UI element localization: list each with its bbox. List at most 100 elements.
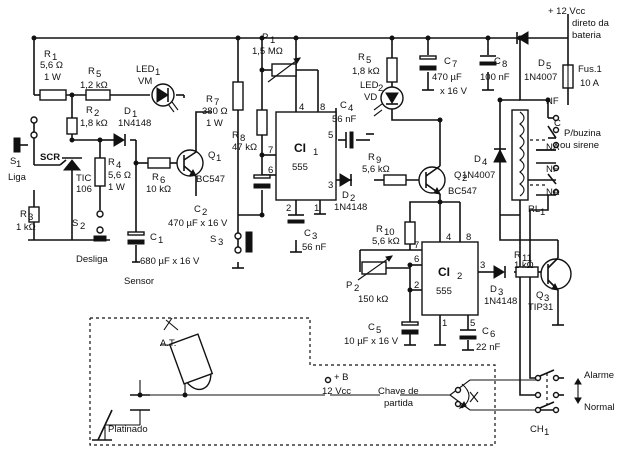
q3-sub: 3	[544, 293, 549, 304]
r8-value: 47 kΩ	[232, 142, 257, 153]
s2-ref: S	[72, 218, 78, 229]
platinado-label: Platinado	[108, 424, 148, 435]
r3-ref: R	[20, 209, 27, 220]
platinado: Platinado	[92, 409, 148, 441]
relay-c1: C	[554, 118, 561, 129]
r5-sub: 5	[96, 69, 101, 80]
ci1-pin-2: 2	[286, 203, 291, 214]
r9-sub: 9	[376, 155, 381, 166]
r5b-ref: R	[358, 52, 365, 63]
fuse-value: 10 A	[580, 78, 600, 89]
s1-label: Liga	[8, 172, 27, 183]
ci1-pin-8: 8	[320, 102, 325, 113]
led2-value: VD	[364, 92, 377, 103]
d3-value: 1N4148	[484, 296, 517, 307]
r2-sub: 2	[94, 108, 99, 119]
r5b-value: 1,8 kΩ	[352, 66, 380, 77]
p1-value: 1,5 MΩ	[252, 46, 283, 57]
c4-ref: C	[340, 100, 347, 111]
s1-sub: 1	[16, 159, 21, 170]
q2-value: BC547	[448, 186, 477, 197]
rl1-ref: RL	[528, 204, 540, 215]
d4-value: 1N4007	[462, 170, 495, 181]
q1-sub: 1	[216, 153, 221, 164]
capacitor-c1: C 1 680 µF x 16 V Sensor	[124, 231, 200, 287]
q3-value: TIP31	[528, 302, 553, 313]
q1-value: BC547	[196, 174, 225, 185]
d3-sub: 3	[498, 287, 503, 298]
ci1-sub: 1	[313, 147, 318, 158]
scr-ref: SCR	[40, 152, 60, 163]
r6-value: 10 kΩ	[146, 184, 171, 195]
supply-line2: direto da	[572, 18, 610, 29]
ci2-pin-2: 2	[414, 280, 419, 291]
relay-load1: P/buzina	[564, 128, 602, 139]
c5-ref: C	[368, 322, 375, 333]
d5-value: 1N4007	[524, 72, 557, 83]
fuse: Fus.1 10 A	[562, 64, 602, 89]
led1-sub: 1	[155, 67, 160, 78]
resistor-r10: R 10 5,6 kΩ	[372, 221, 416, 247]
r7-sub: 7	[214, 97, 219, 108]
r3-sub: 3	[28, 212, 33, 223]
d4-sub: 4	[482, 157, 487, 168]
r3-value: 1 kΩ	[16, 222, 36, 233]
c6-sub: 6	[490, 329, 495, 340]
scr-value2: 106	[76, 184, 92, 195]
ignition-capacitor	[130, 394, 150, 411]
at-label: A.T.	[160, 338, 176, 349]
transistor-q2: Q 2 BC547	[418, 165, 477, 197]
transistor-q1: Q 1 BC547	[176, 149, 225, 185]
ch1-ref: CH	[530, 424, 544, 435]
p2-value: 150 kΩ	[358, 294, 388, 305]
ci2-pin-1: 1	[442, 318, 447, 329]
r10-value: 5,6 kΩ	[372, 236, 400, 247]
d5-ref: D	[538, 58, 545, 69]
potentiometer-p2: P 2 150 kΩ	[346, 255, 410, 305]
ci1-pin-1: 1	[314, 203, 319, 214]
p1-ref: P	[262, 32, 268, 43]
c1-sub: 1	[158, 235, 163, 246]
ignition-coil: A.T.	[160, 317, 214, 391]
r8-ref: R	[232, 130, 239, 141]
d1-sub: 1	[132, 109, 137, 120]
ci1-pin-3: 3	[328, 180, 333, 191]
relay-load2: ou sirene	[560, 140, 599, 151]
ci2-pin-6: 6	[414, 254, 419, 265]
c1-ref: C	[150, 232, 157, 243]
r5-value: 1,2 kΩ	[80, 80, 108, 91]
r7-power: 1 W	[206, 118, 223, 129]
r1-power: 1 W	[44, 72, 61, 83]
q2-sub: 2	[462, 173, 467, 184]
relay-rl1: RL 1 NF C NA NF NA P/buzina ou sirene	[511, 96, 602, 218]
relay-nf1: NF	[546, 96, 559, 107]
r11-sub: 11	[522, 253, 532, 264]
c3-value: 56 nF	[302, 242, 326, 253]
c7-value: 470 µF	[432, 72, 462, 83]
capacitor-c6: C 6 22 nF	[434, 326, 500, 353]
s1-ref: S	[10, 156, 16, 167]
r5b-sub: 5	[366, 55, 371, 66]
r9-value: 5,6 kΩ	[362, 164, 390, 175]
c3-sub: 3	[312, 231, 317, 242]
c6-value: 22 nF	[476, 342, 500, 353]
d5-sub: 5	[546, 61, 551, 72]
r6-sub: 6	[160, 175, 165, 186]
c2-sub: 2	[202, 207, 207, 218]
resistor-r5b: R 5 1,8 kΩ	[352, 52, 398, 83]
ic-ci2: CI 2 555 4 8 7 6 2 1 5 3	[414, 232, 485, 329]
r8-sub: 8	[240, 133, 245, 144]
led2-sub: 2	[378, 83, 383, 94]
vcc-label: 12 Vcc	[322, 386, 351, 397]
capacitor-c3: C 3 56 nF	[287, 213, 326, 253]
ci1-value: 555	[292, 162, 308, 173]
q3-ref: Q	[536, 290, 543, 301]
switch-s3: S 3	[210, 231, 253, 269]
resistor-r2: R 2 1,8 kΩ	[66, 105, 108, 135]
led1-ref: LED	[136, 64, 155, 75]
resistor-r5: R 5 1,2 kΩ	[80, 66, 111, 101]
scr-value: TIC	[76, 173, 91, 184]
rl1-sub: 1	[540, 207, 545, 218]
potentiometer-p1: P 1 1,5 MΩ	[252, 32, 301, 83]
relay-na1: NA	[546, 142, 560, 153]
